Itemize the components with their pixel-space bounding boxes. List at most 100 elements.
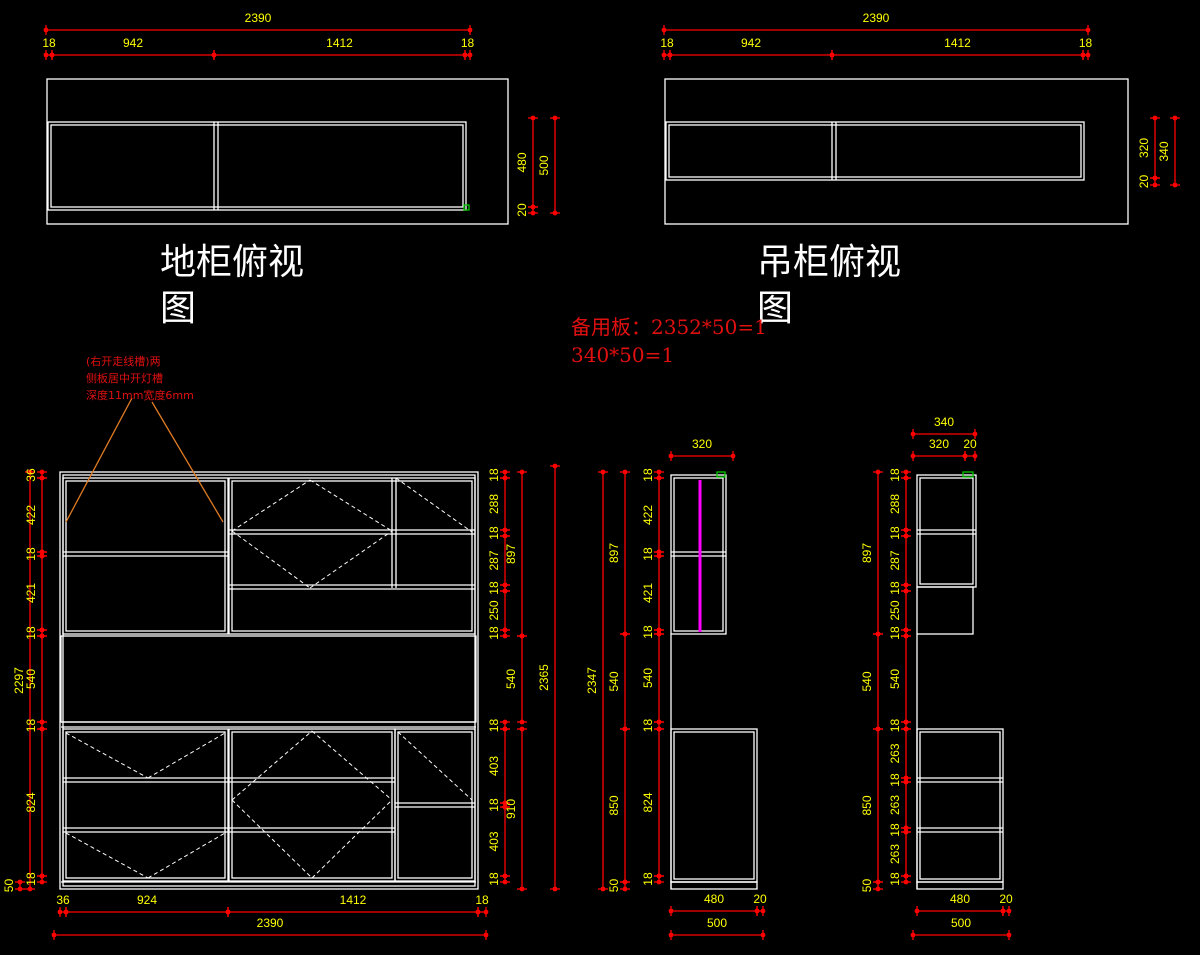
base-plan-left-panel-dim-label: 18 bbox=[42, 36, 56, 50]
side1-base-unit-inner bbox=[673, 731, 755, 880]
side1-thk-dim-label: 18 bbox=[641, 872, 655, 886]
side2-thk-dim-label: 18 bbox=[888, 719, 902, 733]
side2-upper-3-dim-label: 250 bbox=[888, 600, 902, 620]
front-door-swing bbox=[309, 530, 393, 589]
front-door-swing bbox=[231, 530, 311, 589]
wall-plan-carcass-inner bbox=[668, 124, 1082, 178]
side2-open-2-dim-label: 540 bbox=[888, 669, 902, 689]
side1-thk-dim-label: 18 bbox=[641, 547, 655, 561]
side2-lower-compartment bbox=[916, 586, 974, 635]
side2-wall-depth-dim-label: 320 bbox=[929, 437, 949, 451]
front-lower-mid-bay-inner bbox=[231, 731, 393, 879]
side1-open-dim-label: 540 bbox=[607, 671, 621, 691]
front-bottom-thk-dim-label: 18 bbox=[24, 872, 38, 886]
base-plan-countertop bbox=[46, 78, 509, 225]
front-upper-shelf-1-dim-label: 422 bbox=[24, 505, 38, 525]
side2-thk-dim-label: 18 bbox=[888, 872, 902, 886]
front-right-upper-3-dim-label: 250 bbox=[487, 600, 501, 620]
front-upper-shelf-2-dim-label: 421 bbox=[24, 583, 38, 603]
front-shelf-thk-dim-label: 18 bbox=[24, 626, 38, 640]
side2-drawer-1-dim-label: 263 bbox=[888, 743, 902, 763]
side1-shelf-2-dim-label: 421 bbox=[641, 583, 655, 603]
wall-plan-outline bbox=[664, 78, 1129, 225]
front-upper-right-bay-inner bbox=[231, 480, 473, 632]
front-lower-block-dim-label: 910 bbox=[504, 799, 518, 819]
base-plan-marker bbox=[463, 204, 470, 211]
side1-plinth-dim-label: 50 bbox=[607, 879, 621, 893]
front-lower-right-bay-inner bbox=[397, 731, 473, 879]
side1-wall-depth-dim-label: 320 bbox=[692, 437, 712, 451]
side2-gap-dim-label: 20 bbox=[963, 437, 977, 451]
front-right-counter-dim-label: 18 bbox=[487, 719, 501, 733]
front-lower-left-bay-inner bbox=[65, 731, 226, 879]
side2-wall-unit bbox=[916, 474, 977, 588]
front-elevation-inner bbox=[62, 474, 476, 887]
wall-plan-title: 吊柜俯视图 bbox=[757, 242, 902, 329]
wall-plan-right-panel-dim-label: 18 bbox=[1079, 36, 1093, 50]
front-door-swing bbox=[147, 732, 226, 779]
front-lower-right-2-dim-label: 403 bbox=[487, 831, 501, 851]
front-door-swing bbox=[397, 731, 473, 801]
side1-plinth-box bbox=[670, 881, 758, 890]
front-total-height-dim-label: 2365 bbox=[537, 664, 551, 691]
side2-overall-depth-dim-label: 340 bbox=[934, 415, 954, 429]
side1-gap-dim-label: 20 bbox=[753, 892, 767, 906]
side2-base-overall-dim-label: 500 bbox=[951, 916, 971, 930]
front-open-zone bbox=[60, 635, 477, 723]
side2-back-gap-dim-label: 20 bbox=[999, 892, 1013, 906]
note-leader bbox=[151, 401, 224, 523]
front-right-thk-dim-label: 18 bbox=[487, 526, 501, 540]
side1-overall-depth-dim-label: 500 bbox=[707, 916, 727, 930]
spare-board-line-2: 340*50=1 bbox=[571, 343, 675, 367]
wall-plan-carcass bbox=[665, 121, 1085, 181]
spare-board-line-1: 备用板：2352*50=1 bbox=[571, 315, 767, 339]
side2-plinth-box bbox=[916, 881, 1004, 890]
side2-upper-2-dim-label: 287 bbox=[888, 550, 902, 570]
base-plan-overall-dim-label: 2390 bbox=[245, 11, 272, 25]
wall-plan-right-module-dim-label: 1412 bbox=[944, 36, 971, 50]
side2-thk-dim-label: 18 bbox=[888, 773, 902, 787]
side1-marker bbox=[716, 471, 726, 478]
side2-drawer-3-dim-label: 263 bbox=[888, 844, 902, 864]
front-right-top-thk-dim-label: 18 bbox=[487, 468, 501, 482]
front-right-thk-dim-label: 18 bbox=[487, 581, 501, 595]
front-right-thk-dim-label: 18 bbox=[487, 626, 501, 640]
wall-plan-overall-dim-label: 2390 bbox=[863, 11, 890, 25]
base-plan-right-panel-dim-label: 18 bbox=[461, 36, 475, 50]
front-right-upper-2-dim-label: 287 bbox=[487, 550, 501, 570]
side1-thk-dim-label: 18 bbox=[641, 625, 655, 639]
side2-thk-dim-label: 18 bbox=[888, 468, 902, 482]
side2-marker bbox=[962, 471, 974, 478]
side1-wall-unit bbox=[670, 474, 727, 635]
groove-note-line-2: 侧板居中开灯槽 bbox=[86, 372, 163, 385]
side2-upper-1-dim-label: 288 bbox=[888, 494, 902, 514]
front-door-swing bbox=[65, 832, 149, 879]
side2-thk-dim-label: 18 bbox=[888, 581, 902, 595]
front-lower-right-thk-dim-label: 18 bbox=[487, 798, 501, 812]
side2-open-dim-label: 540 bbox=[860, 671, 874, 691]
front-lower-left-bay bbox=[62, 728, 229, 882]
side2-thk-dim-label: 18 bbox=[888, 823, 902, 837]
groove-note-line-1: (右开走线槽)两 bbox=[86, 355, 161, 368]
front-lower-right-bottom-dim-label: 18 bbox=[487, 872, 501, 886]
side1-open-2-dim-label: 540 bbox=[641, 668, 655, 688]
front-door-swing bbox=[231, 730, 313, 801]
front-door-swing bbox=[65, 732, 149, 779]
front-plinth-dim-label: 50 bbox=[2, 879, 16, 893]
side2-wall-unit-inner bbox=[919, 477, 974, 585]
base-plan-right-module-dim-label: 1412 bbox=[326, 36, 353, 50]
front-door-swing bbox=[395, 477, 473, 533]
front-upper-block-dim-label: 897 bbox=[504, 544, 518, 564]
wall-plan-left-module-dim-label: 942 bbox=[741, 36, 761, 50]
side2-base-depth-dim-label: 480 bbox=[950, 892, 970, 906]
side2-base-dim-label: 850 bbox=[860, 795, 874, 815]
front-door-swing bbox=[231, 799, 313, 879]
front-upper-right-bay bbox=[228, 477, 476, 635]
base-plan-gap-dim-label: 20 bbox=[515, 203, 529, 217]
front-lower-right-1-dim-label: 403 bbox=[487, 756, 501, 776]
side2-thk-dim-label: 18 bbox=[888, 626, 902, 640]
front-right-width-dim-label: 1412 bbox=[340, 893, 367, 907]
base-plan-carcass bbox=[47, 121, 467, 211]
side2-upper-dim-label: 897 bbox=[860, 543, 874, 563]
